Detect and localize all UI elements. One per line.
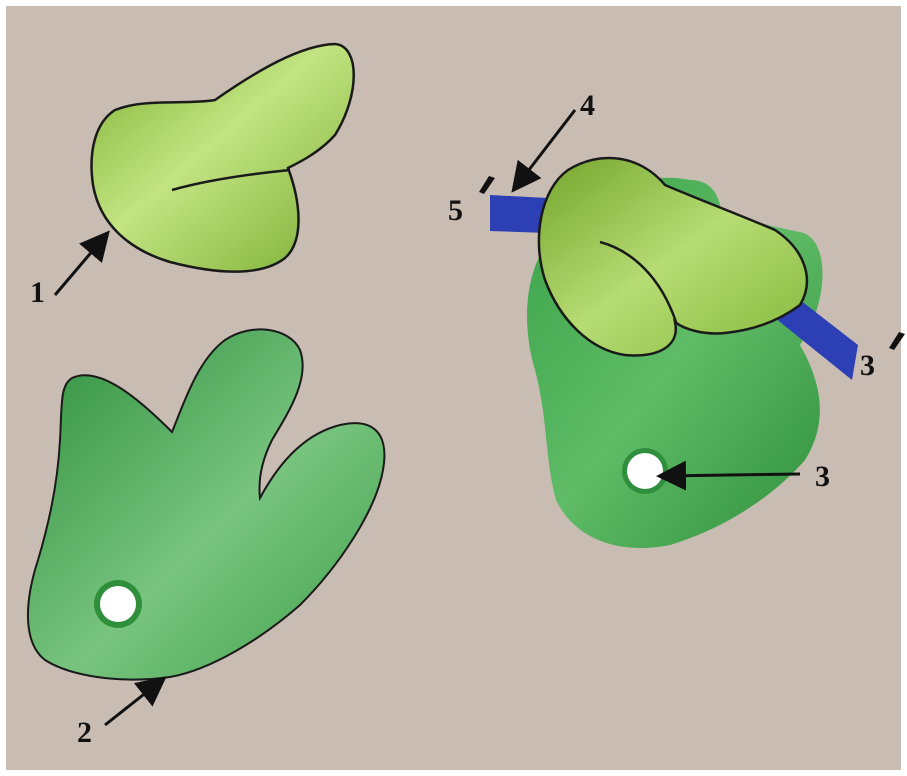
assembly-hole-inner bbox=[627, 453, 663, 489]
label-3: 3 bbox=[815, 460, 830, 493]
label-3-prime-digit: 3 bbox=[860, 349, 875, 382]
arrow-3 bbox=[662, 474, 800, 476]
label-2: 2 bbox=[77, 716, 92, 749]
piece-2-hole-inner bbox=[100, 586, 136, 622]
label-1: 1 bbox=[30, 276, 45, 309]
label-5-prime-digit: 5 bbox=[448, 194, 463, 227]
label-4: 4 bbox=[580, 89, 595, 122]
